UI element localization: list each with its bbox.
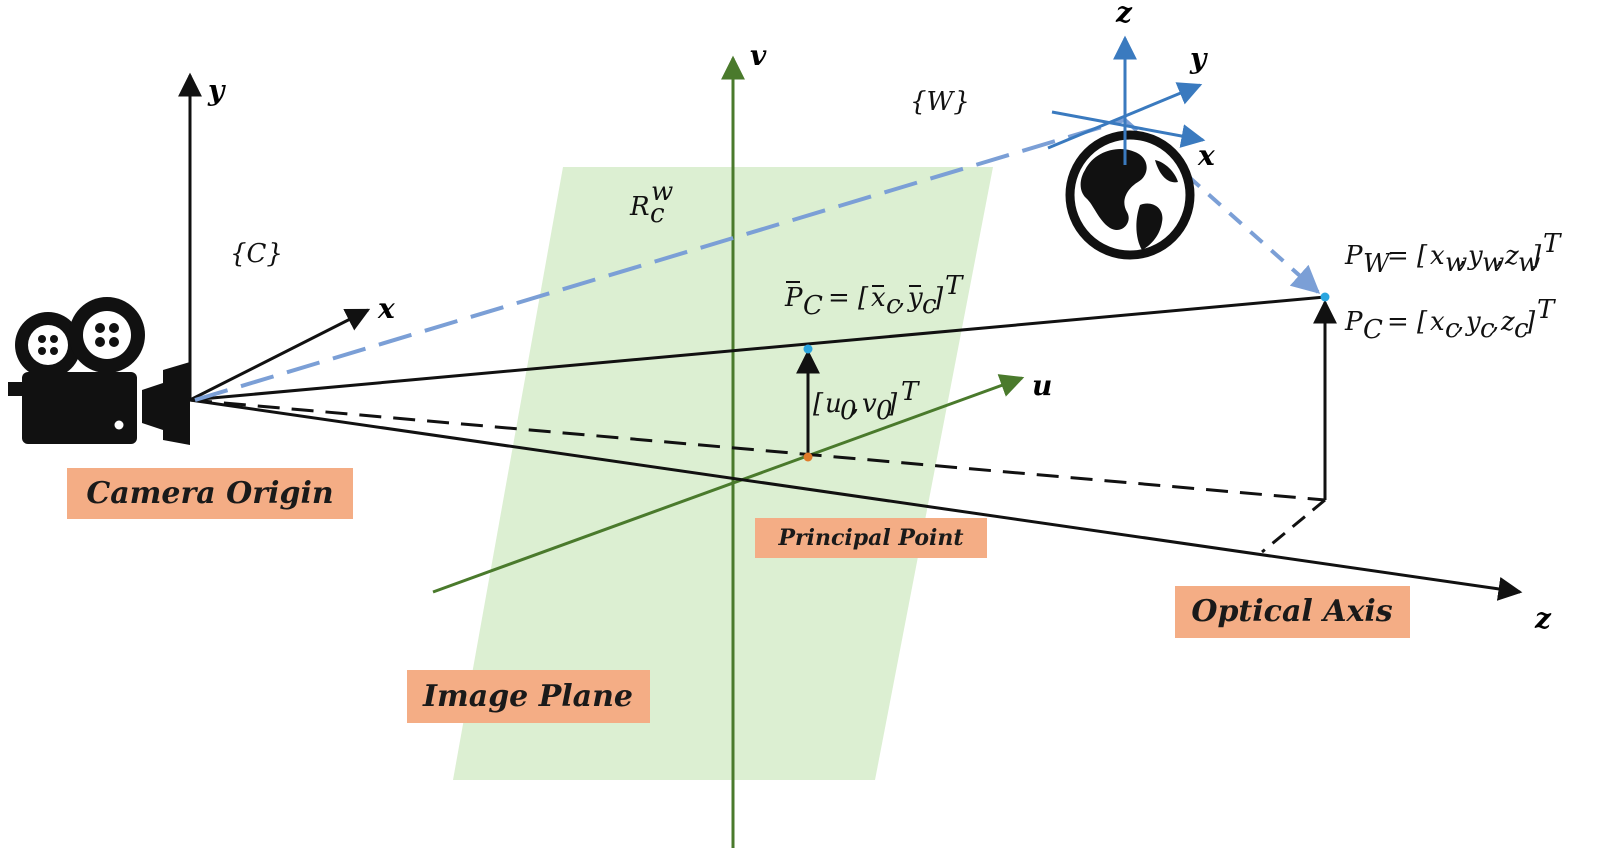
svg-text:,: ,: [1495, 241, 1503, 271]
svg-text:c: c: [922, 290, 937, 320]
svg-text:c: c: [1514, 314, 1529, 344]
svg-text:y: y: [1465, 307, 1481, 337]
svg-text:,: ,: [897, 283, 905, 313]
world-y-label: y: [1189, 42, 1208, 75]
image-plane-u-axis: [432, 374, 1025, 594]
svg-text:c: c: [1445, 314, 1460, 344]
world-x-label: x: [1197, 139, 1215, 172]
svg-text:= [: = [: [828, 283, 869, 313]
svg-text:T: T: [1537, 295, 1556, 325]
principal-point-dot: [803, 452, 813, 462]
svg-text:T: T: [901, 377, 920, 407]
svg-text:C: C: [803, 291, 823, 321]
svg-text:Camera Origin: Camera Origin: [86, 476, 333, 511]
camera-y-label: y: [207, 74, 226, 107]
world-y-axis: [1047, 82, 1203, 150]
svg-text:P: P: [1344, 241, 1363, 271]
svg-text:,: ,: [1456, 307, 1464, 337]
camera-frame-label: {C}: [230, 239, 283, 269]
principal-offset-equation: [ u 0 , v 0 ] T: [813, 377, 920, 426]
svg-text:C: C: [1363, 315, 1383, 345]
svg-text:z: z: [1500, 307, 1515, 337]
principal-point-badge: Principal Point: [755, 518, 987, 558]
svg-text:y: y: [907, 283, 923, 313]
camera-x-label: x: [377, 292, 395, 325]
svg-text:c: c: [886, 290, 901, 320]
world-x-axis: [1051, 110, 1206, 148]
svg-text:z: z: [1504, 241, 1519, 271]
svg-text:0: 0: [840, 396, 857, 426]
u-axis-label: u: [1032, 369, 1052, 402]
svg-text:c: c: [650, 199, 665, 229]
image-plane-badge: Image Plane: [407, 670, 650, 723]
svg-text:R: R: [629, 192, 650, 222]
svg-text:= [: = [: [1387, 307, 1428, 337]
svg-text:]: ]: [1530, 241, 1542, 271]
svg-text:[: [: [813, 389, 824, 419]
optical-axis-badge: Optical Axis: [1175, 586, 1410, 638]
svg-text:x: x: [871, 283, 886, 313]
svg-text:]: ]: [886, 389, 898, 419]
world-point-equation: P W = [ x w , y w , z w ] T: [1344, 229, 1562, 279]
svg-text:,: ,: [1491, 307, 1499, 337]
optical-z-label: z: [1534, 602, 1552, 635]
svg-text:u: u: [825, 389, 842, 419]
projection-ray: [189, 295, 1326, 402]
svg-text:P: P: [1344, 307, 1363, 337]
optical-axis-z: [189, 398, 1523, 601]
svg-text:,: ,: [851, 389, 859, 419]
svg-text:w: w: [1482, 248, 1504, 278]
camera-point-equation: P C = [ x c , y c , z c ] T: [1344, 295, 1556, 345]
svg-text:c: c: [1480, 314, 1495, 344]
v-axis-label: v: [750, 39, 767, 72]
camera-x-axis: [189, 308, 371, 402]
svg-text:x: x: [1430, 241, 1445, 271]
svg-text:= [: = [: [1387, 241, 1428, 271]
svg-text:0: 0: [876, 396, 893, 426]
svg-text:w: w: [651, 177, 673, 207]
world-point-dot: [1320, 292, 1330, 302]
svg-text:]: ]: [932, 283, 944, 313]
svg-text:w: w: [1445, 248, 1467, 278]
svg-text:T: T: [1543, 229, 1562, 259]
globe-icon: [1065, 130, 1195, 260]
svg-text:P: P: [784, 283, 803, 313]
svg-text:T: T: [945, 271, 964, 301]
image-plane: [453, 167, 993, 780]
ground-projection-dash: [189, 398, 1326, 502]
svg-text:x: x: [1430, 307, 1445, 337]
drop-to-axis-dash: [1261, 498, 1326, 554]
world-z-label: z: [1115, 0, 1133, 29]
camera-origin-badge: Camera Origin: [67, 468, 353, 519]
svg-text:,: ,: [1458, 241, 1466, 271]
svg-text:]: ]: [1524, 307, 1536, 337]
movie-camera-icon: [8, 297, 190, 445]
world-frame-label: {W}: [910, 87, 970, 117]
camera-to-world-dash: [194, 118, 1126, 402]
projected-point-dot: [803, 344, 813, 354]
svg-text:W: W: [1363, 249, 1392, 279]
svg-text:w: w: [1518, 248, 1540, 278]
svg-text:y: y: [1467, 241, 1483, 271]
rotation-label: R c w: [629, 177, 673, 229]
svg-text:Principal Point: Principal Point: [777, 525, 963, 551]
svg-text:Image Plane: Image Plane: [422, 679, 633, 714]
normalized-point-equation: P C = [ x c , y c ] T: [784, 271, 964, 321]
svg-text:v: v: [862, 389, 877, 419]
svg-text:Optical Axis: Optical Axis: [1191, 594, 1392, 629]
